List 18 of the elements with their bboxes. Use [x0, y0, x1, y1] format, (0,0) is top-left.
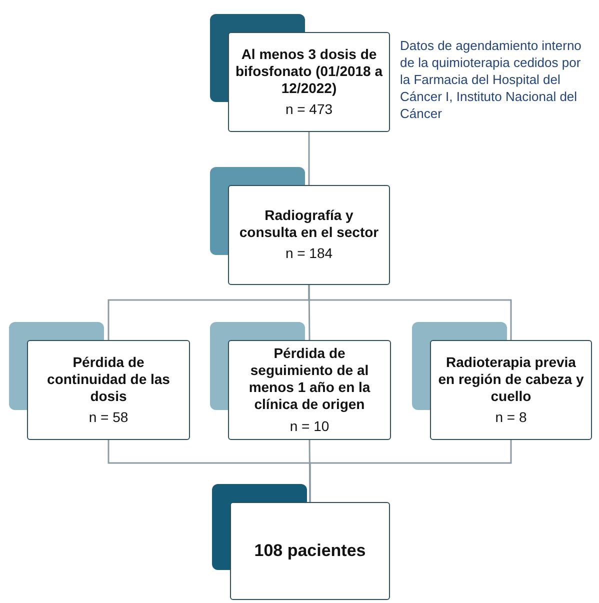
box-title: 108 pacientes	[254, 540, 366, 562]
count-label: n = 8	[495, 408, 527, 426]
box-title: Al menos 3 dosis de bifosfonato (01/2018 a 12/2022)	[235, 46, 383, 98]
connector-line	[308, 285, 512, 340]
count-label: n = 473	[285, 100, 333, 118]
count-label: n = 184	[285, 244, 333, 263]
source-note: Datos de agendamiento interno de la quimioterapia cedidos por la Farmacia del Hospital del Cáncer I, Instituto Nacional del Cáncer	[400, 38, 582, 122]
connector-line	[308, 132, 310, 185]
count-label: n = 10	[290, 416, 330, 435]
process-box	[228, 185, 390, 285]
process-box	[430, 340, 592, 440]
connector-line	[308, 440, 311, 502]
process-box	[228, 32, 390, 132]
count-label: n = 58	[88, 408, 128, 426]
process-box	[27, 340, 190, 440]
connector-line	[309, 440, 512, 502]
process-box	[230, 502, 390, 600]
process-box	[228, 340, 391, 440]
